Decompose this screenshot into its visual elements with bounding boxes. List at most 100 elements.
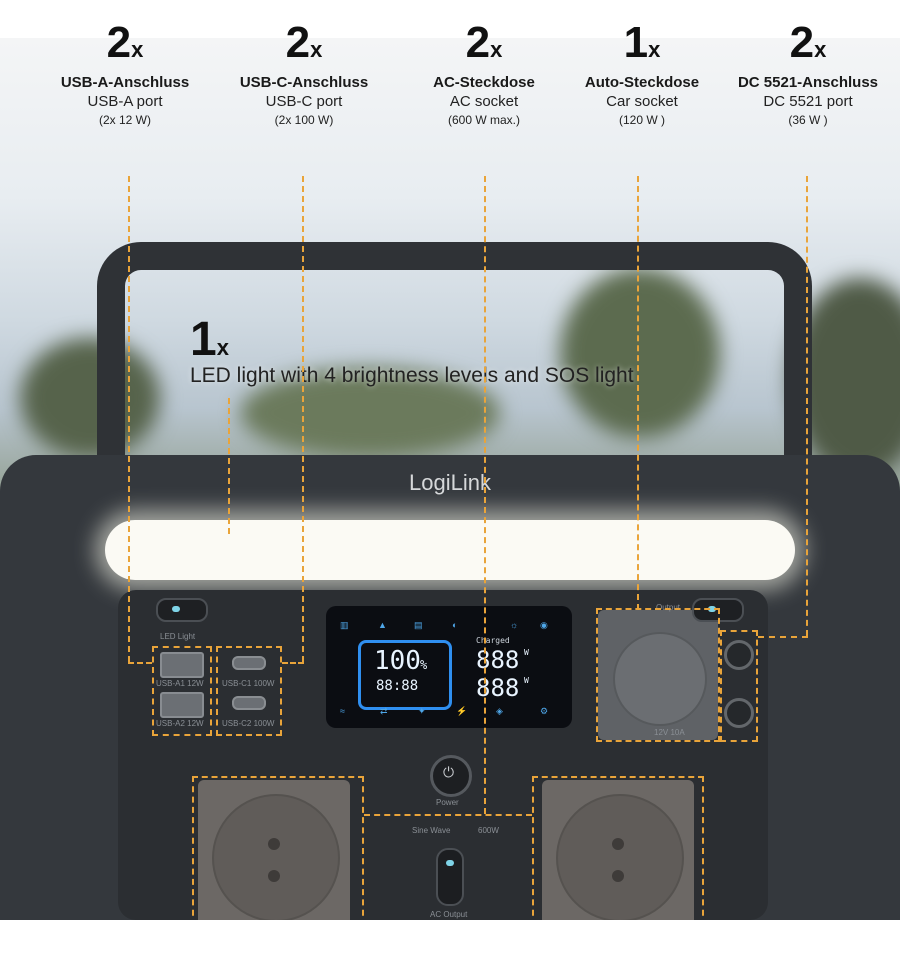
ac-socket-face [556,794,684,922]
callout-usb-c: 2x USB-C-Anschluss USB-C port (2x 100 W) [214,18,394,128]
highlight-ac-right [532,776,704,926]
ac-socket-pin [268,838,280,850]
output-power-unit: W [524,676,529,685]
led-description: LED light with 4 brightness levels and S… [190,364,634,387]
battery-percent-value: 100 [374,646,421,676]
time-value: 88:88 [376,678,419,694]
usb-a2-label: USB-A2 12W [156,719,204,728]
callout-count: 2 [106,18,132,67]
callout-label-de: USB-A-Anschluss [60,74,190,91]
car-socket-label: 12V 10A [654,728,685,737]
lcd-status-icon: ◉ [540,620,548,630]
leader-line-ac [364,814,532,816]
callout-label-de: Auto-Steckdose [584,74,700,91]
leader-line-car [637,176,639,610]
background-tree [240,368,500,458]
lcd-status-icon: ⚙ [540,706,549,716]
leader-line-led [228,398,230,534]
lcd-status-icon: ◐ [452,620,458,630]
battery-gauge [358,640,452,710]
callout-count: 1 [623,18,649,67]
callout-count: 2 [465,18,491,67]
led-light-label: LED Light [160,632,196,641]
lcd-status-icon: ▤ [414,620,423,630]
led-light-button[interactable] [156,598,208,622]
callout-count: 2 [789,18,815,67]
lcd-status-icon: ▲ [378,620,387,630]
brand-logo: LogiLink [409,470,491,495]
power-button[interactable] [430,755,472,797]
highlight-usb-c [216,646,282,736]
leader-line-usb-a [128,176,130,662]
led-count: 1x [190,312,229,367]
lcd-status-icon: ▥ [340,620,349,630]
led-light-bar [105,520,795,580]
ac-power-label: 600W [478,826,499,835]
highlight-dc [720,630,758,742]
output-power-value: 888 [476,674,520,702]
lcd-status-icon: ⚡ [456,706,468,716]
led-count-value: 1 [190,313,217,366]
usb-c1-label: USB-C1 100W [222,679,275,688]
car-socket [613,632,707,726]
callout-label-en: USB-C port [265,93,343,110]
leader-line-usb-c [302,176,304,662]
ac-socket-pin [612,838,624,850]
lcd-status-icon: ⇄ [380,706,388,716]
ac-socket-pin [268,870,280,882]
output-label: Output [656,603,681,612]
callout-unit: x [814,37,827,62]
callout-dc-5521: 2x DC 5521-Anschluss DC 5521 port (36 W … [718,18,898,128]
leader-line-usb-a [128,662,152,664]
callout-label-de: AC-Steckdose [433,74,535,91]
callout-spec: (120 W ) [618,113,665,127]
callout-label-en: AC socket [449,93,519,110]
callout-unit: x [648,37,661,62]
highlight-ac-left [192,776,364,926]
callout-car-socket: 1x Auto-Steckdose Car socket (120 W ) [552,18,732,128]
leader-line-usb-c [282,662,304,664]
callout-unit: x [131,37,144,62]
usb-a-port-2 [160,692,204,718]
sine-wave-label: Sine Wave [412,826,451,835]
callout-usb-a: 2x USB-A-Anschluss USB-A port (2x 12 W) [35,18,215,128]
ac-socket-right [542,780,694,930]
ac-socket-pin [612,870,624,882]
usb-c-port-1 [232,656,266,670]
leader-line-dc [758,636,808,638]
callout-unit: x [310,37,323,62]
callout-spec: (600 W max.) [447,113,520,127]
callout-label-en: USB-A port [87,93,163,110]
usb-a1-label: USB-A1 12W [156,679,204,688]
callout-spec: (2x 12 W) [98,113,151,127]
callout-label-de: USB-C-Anschluss [239,74,369,91]
callout-label-de: DC 5521-Anschluss [737,74,879,91]
input-power-unit: W [524,648,529,657]
ac-socket-face [212,794,340,922]
lcd-status-icon: ✦ [418,706,426,716]
leader-line-dc [806,176,808,636]
background-tree [560,268,720,438]
bottom-white-band [0,920,900,959]
callout-spec: (2x 100 W) [274,113,334,127]
ac-output-label: AC Output [430,910,468,919]
callout-unit: x [490,37,503,62]
lcd-status-icon: ☼ [510,620,519,630]
ac-output-button[interactable] [436,848,464,906]
dc-port-2 [724,698,754,728]
power-label: Power [436,798,459,807]
leader-line-ac [484,176,486,814]
highlight-car [596,608,720,742]
usb-a-port-1 [160,652,204,678]
usb-c2-label: USB-C2 100W [222,719,275,728]
dc-port-1 [724,640,754,670]
lcd-status-icon: ≈ [340,706,345,716]
lcd-status-icon: ◈ [496,706,503,716]
callout-label-en: Car socket [606,93,678,110]
highlight-usb-a [152,646,212,736]
callout-count: 2 [285,18,311,67]
led-count-unit: x [216,335,229,360]
callout-spec: (36 W ) [788,113,828,127]
callout-label-en: DC 5521 port [763,93,853,110]
